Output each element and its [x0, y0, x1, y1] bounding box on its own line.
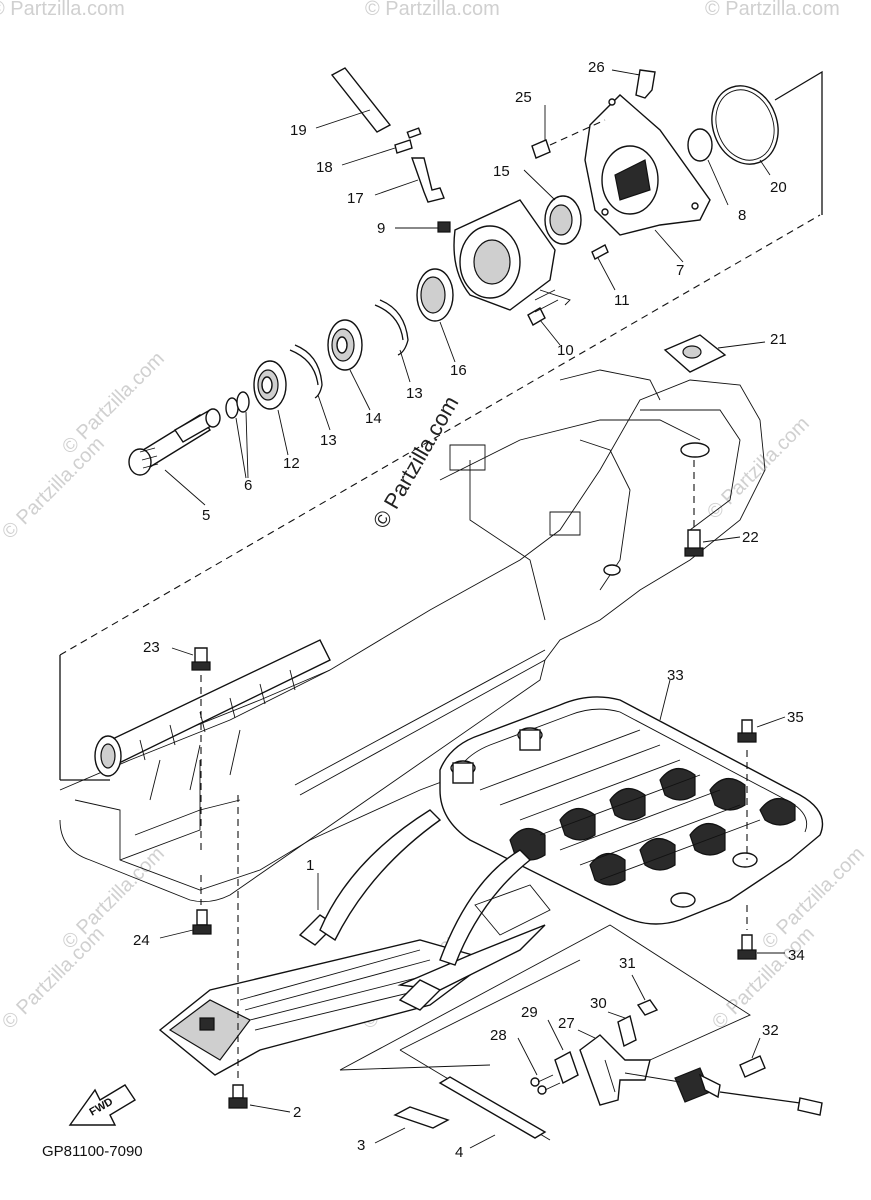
callout-17: 17	[347, 190, 364, 207]
callout-9: 9	[377, 220, 385, 237]
watermark: © Partzilla.com	[365, 0, 500, 20]
fin	[319, 809, 442, 942]
callout-6: 6	[244, 477, 252, 494]
circlip	[294, 344, 323, 399]
callout-13: 13	[406, 385, 423, 402]
o-ring	[687, 128, 713, 162]
callout-19: 19	[290, 122, 307, 139]
callout-5: 5	[202, 507, 210, 524]
callout-23: 23	[143, 639, 160, 656]
fin	[439, 849, 532, 966]
callout-18: 18	[316, 159, 333, 176]
mount-boss	[603, 564, 621, 576]
watermark: © Partzilla.com	[58, 348, 169, 459]
callout-1: 1	[306, 857, 314, 874]
jet-pump-parts	[128, 67, 779, 476]
watermark: © Partzilla.com	[0, 0, 125, 20]
intake-duct-plate	[439, 696, 824, 925]
callout-27: 27	[558, 1015, 575, 1032]
callout-7: 7	[676, 262, 684, 279]
callout-32: 32	[762, 1022, 779, 1039]
callout-30: 30	[590, 995, 607, 1012]
watermark: © Partzilla.com	[0, 433, 109, 544]
center-watermark: © Partzilla.com	[368, 392, 464, 533]
callout-31: 31	[619, 955, 636, 972]
fwd-arrow: FWD	[68, 1084, 136, 1126]
leader-lines	[159, 69, 786, 1149]
callout-14: 14	[365, 410, 382, 427]
callout-35: 35	[787, 709, 804, 726]
o-ring	[236, 391, 250, 413]
watermark: © Partzilla.com	[0, 923, 109, 1034]
callout-34: 34	[788, 947, 805, 964]
callout-16: 16	[450, 362, 467, 379]
callout-3: 3	[357, 1137, 365, 1154]
callout-21: 21	[770, 331, 787, 348]
watermark: © Partzilla.com	[58, 843, 169, 954]
callout-11: 11	[614, 292, 630, 309]
watermark: © Partzilla.com	[705, 0, 840, 20]
o-ring	[225, 397, 239, 419]
callout-12: 12	[283, 455, 300, 472]
callout-15: 15	[493, 163, 510, 180]
callout-22: 22	[742, 529, 759, 546]
pin	[330, 67, 392, 133]
callout-4: 4	[455, 1144, 463, 1161]
bracket	[579, 1034, 651, 1106]
callout-25: 25	[515, 89, 532, 106]
callout-13: 13	[320, 432, 337, 449]
diagram-code: GP81100-7090	[42, 1143, 143, 1160]
callout-29: 29	[521, 1004, 538, 1021]
mount-parts	[191, 334, 757, 1109]
callout-28: 28	[490, 1027, 507, 1044]
ride-plate	[158, 809, 551, 1076]
callout-26: 26	[588, 59, 605, 76]
callout-2: 2	[293, 1104, 301, 1121]
o-ring	[711, 85, 779, 165]
bracket-group	[339, 924, 823, 1141]
callout-24: 24	[133, 932, 150, 949]
hull-drive-shaft	[94, 639, 331, 801]
callout-20: 20	[770, 179, 787, 196]
strip	[438, 1076, 547, 1139]
callout-33: 33	[667, 667, 684, 684]
mount-hole	[680, 442, 710, 458]
exploded-assembly-frame	[59, 70, 823, 781]
pad	[393, 1106, 450, 1129]
callout-8: 8	[738, 207, 746, 224]
callout-10: 10	[557, 342, 574, 359]
hull-pump-bed	[59, 369, 766, 903]
callout-labels: 19 18 17 9 15 25 26 20 8 7 11 10 16 13 1…	[133, 59, 805, 1161]
watermark: © Partzilla.com	[703, 413, 814, 524]
circlip	[379, 299, 409, 356]
